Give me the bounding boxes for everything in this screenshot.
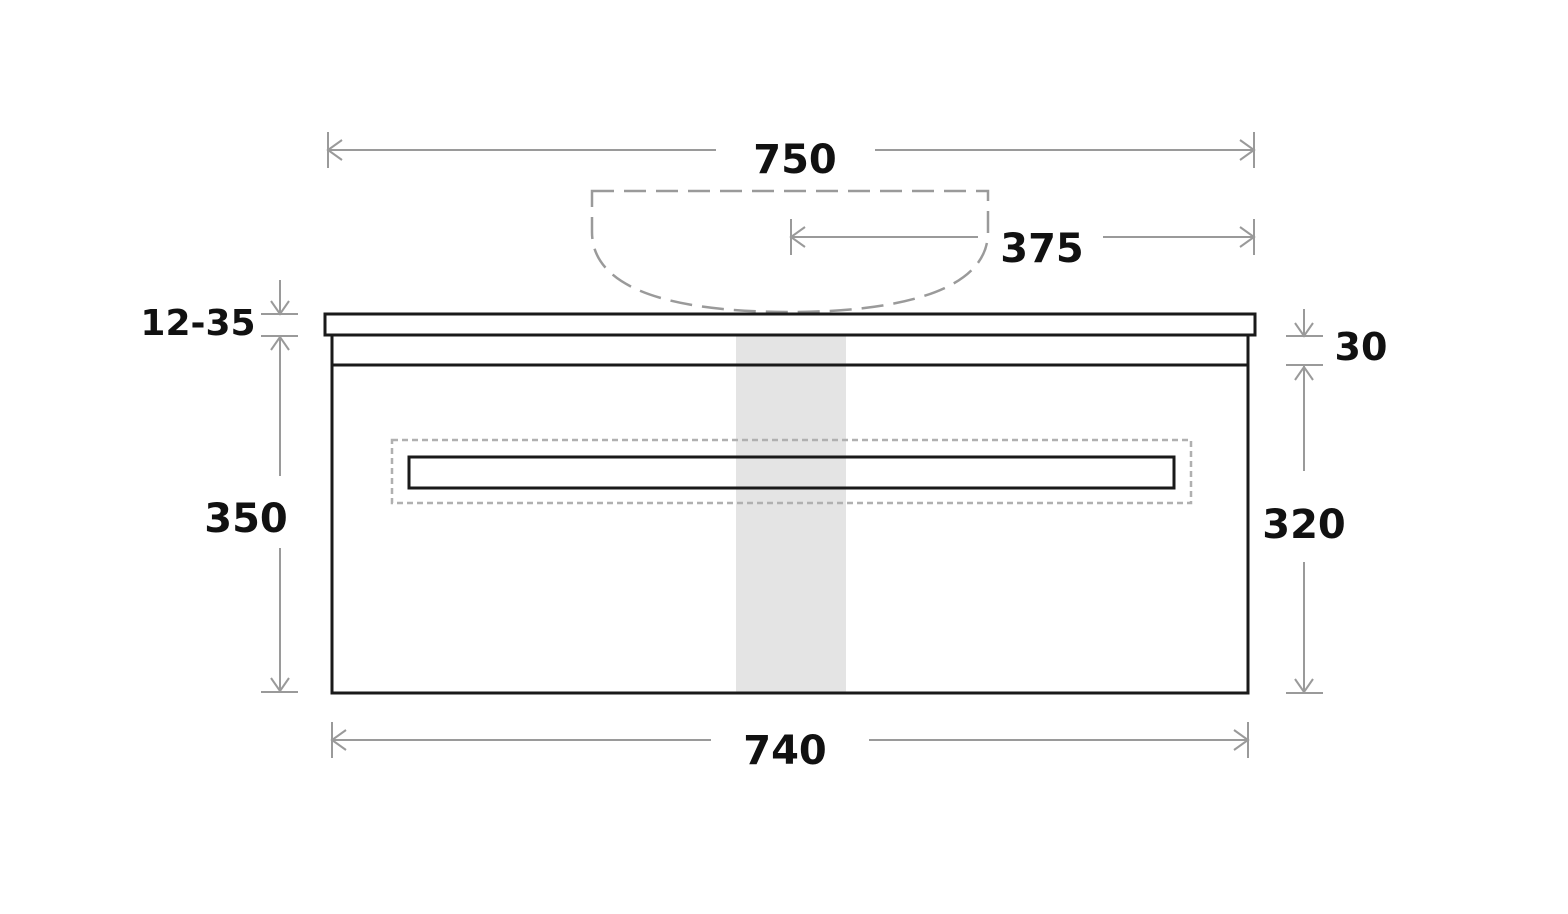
label-320: 320: [1262, 502, 1346, 548]
dimension-12-35: 12-35: [140, 280, 298, 344]
bench-top: [323, 312, 1257, 337]
drawer-handle: [407, 455, 1176, 490]
plumbing-clearance-zone: [736, 336, 846, 693]
dimension-375: 375: [789, 219, 1256, 272]
dimension-350: 350: [204, 335, 298, 693]
label-740: 740: [743, 728, 827, 774]
dimension-750: 750: [326, 132, 1256, 183]
cabinet-body: [330, 333, 1250, 695]
label-750: 750: [753, 137, 837, 183]
basin-outline: [590, 189, 990, 314]
dimension-740: 740: [330, 722, 1250, 774]
label-12-35: 12-35: [140, 303, 255, 344]
dimension-320: 320: [1262, 365, 1346, 694]
dimension-30: 30: [1286, 309, 1387, 369]
label-30: 30: [1335, 325, 1388, 369]
label-375: 375: [1000, 226, 1084, 272]
handle-recess-outline: [390, 438, 1193, 505]
label-350: 350: [204, 496, 288, 542]
